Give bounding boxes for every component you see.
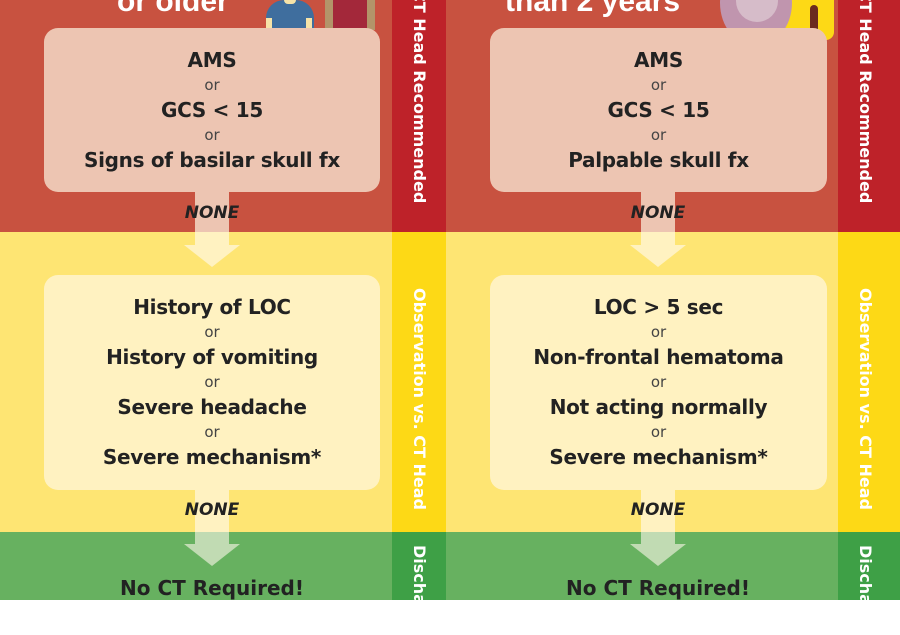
criterion: Signs of basilar skull fx	[83, 147, 341, 172]
right-intermediate-risk-criteria-box: LOC > 5 sec or Non-frontal hematoma or N…	[490, 275, 827, 490]
left-green-sidebar	[392, 532, 446, 600]
or-separator: or	[650, 423, 667, 441]
or-separator: or	[204, 323, 220, 341]
criterion: AMS	[634, 47, 683, 72]
left-arrow-1-stem-lower	[195, 232, 229, 245]
left-none-label-2: NONE	[184, 500, 240, 520]
right-arrow-1-stem-lower	[641, 232, 675, 245]
left-result: No CT Required!	[120, 576, 304, 600]
right-result: No CT Required!	[566, 576, 750, 600]
right-arrow-1-head	[630, 245, 686, 267]
left-yellow-sidebar	[392, 232, 446, 532]
criterion: Severe headache	[117, 395, 307, 419]
or-separator: or	[650, 75, 667, 94]
right-arrow-2-head	[630, 544, 686, 566]
right-high-risk-criteria-box: AMS or GCS < 15 or Palpable skull fx	[490, 28, 827, 192]
criterion: Palpable skull fx	[568, 147, 749, 172]
left-none-label-1: NONE	[184, 203, 240, 223]
right-red-label-clip: CT Head Recommended	[838, 0, 900, 232]
adult-figure-illustration-2	[325, 0, 375, 30]
or-separator: or	[650, 125, 667, 144]
right-yellow-sidebar	[838, 232, 900, 532]
right-none-label-1: NONE	[630, 203, 686, 223]
left-red-sidebar	[392, 0, 446, 232]
adult-figure-illustration	[266, 0, 316, 30]
or-separator: or	[204, 125, 220, 144]
ct-head-recommended-label: CT Head Recommended	[410, 0, 429, 204]
left-red-label-clip: CT Head Recommended	[392, 0, 446, 232]
criterion: Not acting normally	[549, 395, 768, 419]
criterion: GCS < 15	[161, 97, 263, 122]
or-separator: or	[650, 373, 667, 391]
criterion: History of vomiting	[106, 345, 318, 369]
left-arrow-2-stem-lower	[195, 532, 229, 544]
right-title: than 2 years	[505, 0, 681, 18]
discharge-label: Discharge	[856, 545, 875, 635]
left-high-risk-criteria-box: AMS or GCS < 15 or Signs of basilar skul…	[44, 28, 380, 192]
criterion: GCS < 15	[607, 97, 710, 122]
left-title: or older	[117, 0, 229, 18]
right-red-sidebar	[838, 0, 900, 232]
left-intermediate-risk-criteria-box: History of LOC or History of vomiting or…	[44, 275, 380, 490]
ct-head-recommended-label: CT Head Recommended	[856, 0, 875, 204]
right-green-sidebar	[838, 532, 900, 600]
discharge-label: Discharge	[410, 545, 429, 635]
criterion: Severe mechanism*	[549, 445, 768, 469]
left-arrow-1-head	[184, 245, 240, 267]
right-none-label-2: NONE	[630, 500, 686, 520]
or-separator: or	[204, 75, 220, 94]
criterion: History of LOC	[133, 295, 291, 319]
criterion: LOC > 5 sec	[593, 295, 724, 319]
criterion: Non-frontal hematoma	[533, 345, 784, 369]
observation-vs-ct-label: Observation vs. CT Head	[856, 288, 875, 510]
criterion: Severe mechanism*	[102, 445, 322, 469]
or-separator: or	[204, 423, 220, 441]
observation-vs-ct-label: Observation vs. CT Head	[410, 288, 429, 510]
right-arrow-2-stem-lower	[641, 532, 675, 544]
criterion: AMS	[187, 47, 237, 72]
or-separator: or	[650, 323, 667, 341]
left-arrow-2-head	[184, 544, 240, 566]
or-separator: or	[204, 373, 220, 391]
